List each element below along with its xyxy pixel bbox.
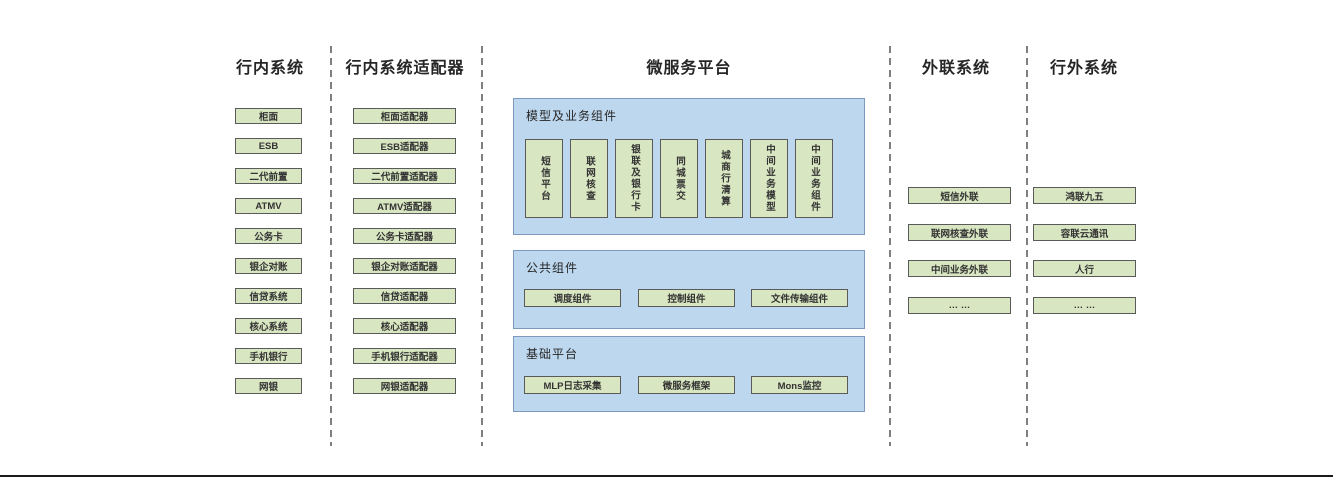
adapter-box: ESB适配器 [353, 138, 456, 154]
component-box-vertical: 同城票交 [660, 139, 698, 218]
system-box: 网银 [235, 378, 302, 394]
component-box: MLP日志采集 [524, 376, 621, 394]
component-box: 微服务框架 [638, 376, 735, 394]
system-box: 二代前置 [235, 168, 302, 184]
column-title-microservice-platform: 微服务平台 [646, 60, 732, 77]
external-box: 容联云通讯 [1033, 224, 1136, 241]
external-box: 鸿联九五 [1033, 187, 1136, 204]
outreach-box: 联网核查外联 [908, 224, 1011, 241]
column-separator [330, 46, 332, 446]
column-title-outreach-systems: 外联系统 [921, 60, 990, 77]
column-separator [481, 46, 483, 446]
bottom-rule [0, 475, 1333, 477]
system-box: ESB [235, 138, 302, 154]
component-box-vertical: 联网核查 [570, 139, 608, 218]
panel-common-components: 公共组件 调度组件 控制组件 文件传输组件 [513, 250, 865, 329]
panel-title: 公共组件 [526, 261, 579, 275]
system-box: ATMV [235, 198, 302, 214]
panel-model-business-components: 模型及业务组件 短信平台 联网核查 银联及银行卡 同城票交 城商行清算 中间业务… [513, 98, 865, 235]
column-separator [1026, 46, 1028, 446]
outreach-box: … … [908, 297, 1011, 314]
system-box: 手机银行 [235, 348, 302, 364]
component-box-vertical: 中间业务模型 [750, 139, 788, 218]
component-box: 控制组件 [638, 289, 735, 307]
component-box: 文件传输组件 [751, 289, 848, 307]
system-box: 公务卡 [235, 228, 302, 244]
adapter-box: 二代前置适配器 [353, 168, 456, 184]
panel-title: 基础平台 [526, 347, 579, 361]
adapter-box: 公务卡适配器 [353, 228, 456, 244]
outreach-box: 中间业务外联 [908, 260, 1011, 277]
adapter-box: 信贷适配器 [353, 288, 456, 304]
system-box: 柜面 [235, 108, 302, 124]
adapter-box: 网银适配器 [353, 378, 456, 394]
component-box-vertical: 银联及银行卡 [615, 139, 653, 218]
outreach-box: 短信外联 [908, 187, 1011, 204]
adapter-box: 核心适配器 [353, 318, 456, 334]
column-separator [889, 46, 891, 446]
component-box-vertical: 城商行清算 [705, 139, 743, 218]
adapter-box: ATMV适配器 [353, 198, 456, 214]
component-box-vertical: 短信平台 [525, 139, 563, 218]
panel-base-platform: 基础平台 MLP日志采集 微服务框架 Mons监控 [513, 336, 865, 412]
component-box: 调度组件 [524, 289, 621, 307]
system-box: 银企对账 [235, 258, 302, 274]
external-box: … … [1033, 297, 1136, 314]
external-box: 人行 [1033, 260, 1136, 277]
column-title-external-systems: 行外系统 [1049, 60, 1118, 77]
column-title-internal-adapters: 行内系统适配器 [345, 60, 465, 77]
adapter-box: 手机银行适配器 [353, 348, 456, 364]
system-box: 核心系统 [235, 318, 302, 334]
adapter-box: 银企对账适配器 [353, 258, 456, 274]
column-title-internal-systems: 行内系统 [235, 60, 304, 77]
panel-title: 模型及业务组件 [526, 109, 618, 123]
system-box: 信贷系统 [235, 288, 302, 304]
adapter-box: 柜面适配器 [353, 108, 456, 124]
component-box: Mons监控 [751, 376, 848, 394]
component-box-vertical: 中间业务组件 [795, 139, 833, 218]
